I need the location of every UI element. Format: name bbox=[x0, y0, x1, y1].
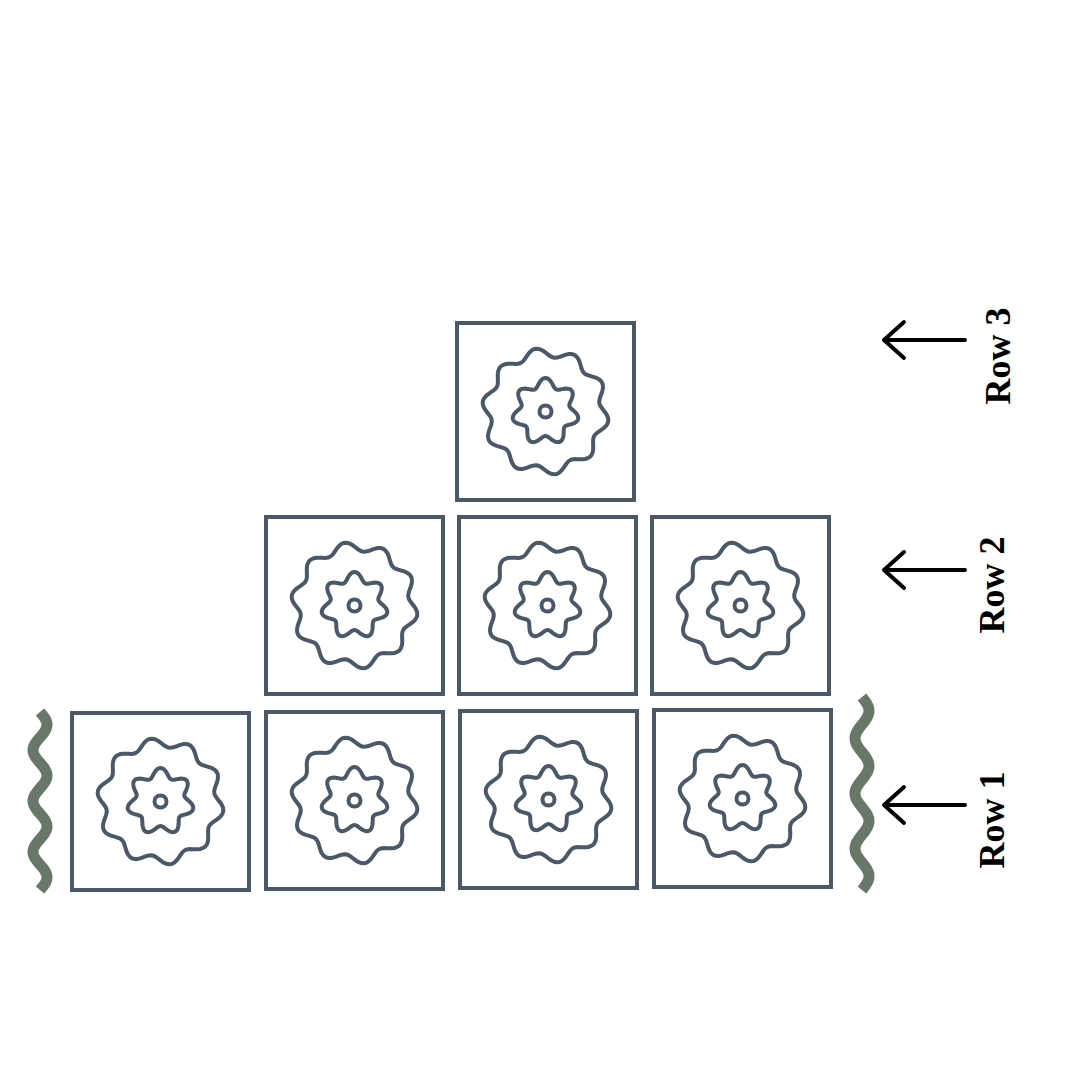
flower-center bbox=[542, 600, 554, 612]
pointer-arrow bbox=[884, 787, 965, 823]
row-label: Row 2 bbox=[974, 537, 1010, 634]
flower-center bbox=[737, 793, 749, 805]
flower-outer bbox=[292, 738, 418, 864]
flower-center bbox=[349, 600, 361, 612]
flower-inner bbox=[710, 765, 775, 829]
flower-inner bbox=[322, 572, 387, 636]
flower-outer bbox=[680, 736, 806, 862]
flower-center bbox=[735, 600, 747, 612]
tile bbox=[457, 323, 634, 500]
flower-inner bbox=[322, 767, 387, 831]
flower-outer bbox=[98, 739, 224, 865]
tile-border bbox=[266, 712, 443, 889]
tile-border bbox=[72, 713, 249, 890]
pointer-arrow bbox=[884, 322, 965, 358]
row-label: Row 1 bbox=[974, 772, 1010, 869]
tile bbox=[460, 711, 637, 888]
pointer-arrow bbox=[884, 552, 965, 588]
tile-border bbox=[457, 323, 634, 500]
flower-outer bbox=[485, 543, 611, 669]
flower-center bbox=[543, 794, 555, 806]
flower-center bbox=[540, 406, 552, 418]
wavy-edge bbox=[33, 712, 47, 890]
flower-center bbox=[349, 795, 361, 807]
flower-outer bbox=[292, 543, 418, 669]
tile-border bbox=[654, 710, 831, 887]
flower-inner bbox=[128, 768, 193, 832]
tile bbox=[652, 517, 829, 694]
flower-outer bbox=[678, 543, 804, 669]
flower-center bbox=[155, 796, 167, 808]
tile-border bbox=[460, 711, 637, 888]
tile-border bbox=[652, 517, 829, 694]
row-label: Row 3 bbox=[980, 308, 1016, 405]
flower-inner bbox=[516, 766, 581, 830]
wavy-edge bbox=[855, 697, 869, 890]
flower-inner bbox=[708, 572, 773, 636]
flower-inner bbox=[515, 572, 580, 636]
flower-outer bbox=[483, 349, 609, 475]
tile bbox=[266, 517, 443, 694]
tile bbox=[459, 517, 636, 694]
tile-border bbox=[266, 517, 443, 694]
tile bbox=[266, 712, 443, 889]
flower-inner bbox=[513, 378, 578, 442]
flower-outer bbox=[486, 737, 612, 863]
tile bbox=[72, 713, 249, 890]
tile-border bbox=[459, 517, 636, 694]
tile bbox=[654, 710, 831, 887]
